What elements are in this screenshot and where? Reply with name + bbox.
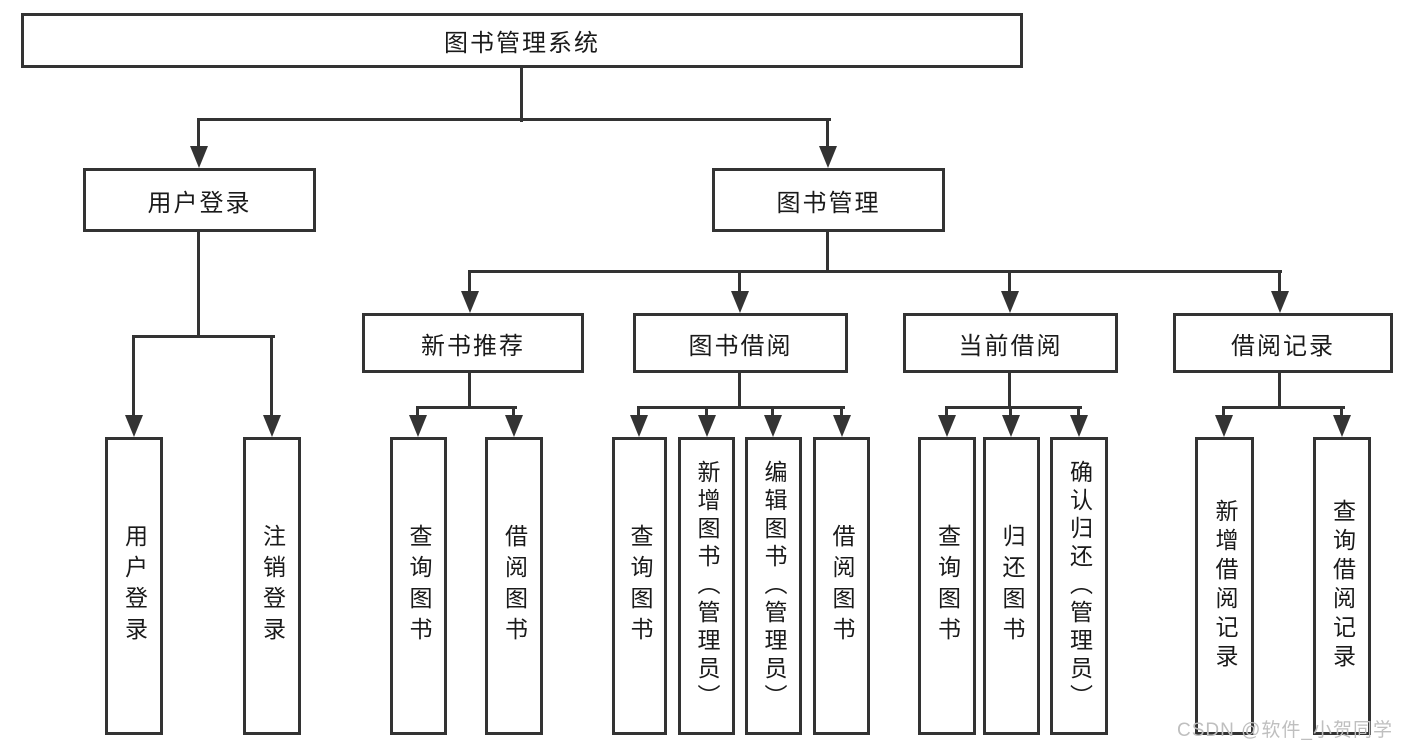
leaf-box-query-book-1: 查询图书 [390,437,447,735]
leaf-box-query-book-3: 查询图书 [918,437,976,735]
connector-borrow-records-rail [1222,406,1345,409]
leaf-box-add-borrow-record: 新增借阅记录 [1195,437,1254,735]
connector-stem-user-login [197,120,200,148]
connector-root-rail [197,118,831,121]
connector-current-borrow-stem [1008,373,1011,409]
leaf-box-query-borrow-record: 查询借阅记录 [1313,437,1371,735]
connector-stem-bb-edit [771,407,774,417]
arrow-to-book-borrow [731,291,749,313]
connector-stem-nb-borrow [512,407,515,417]
connector-stem-leaf-login [132,336,135,417]
connector-stem-leaf-logout [270,336,273,417]
connector-stem-book-management [826,120,829,148]
leaf-box-query-book-2: 查询图书 [612,437,667,735]
arrow-to-bb-query [630,415,648,437]
connector-stem-cb-query [945,407,948,417]
connector-stem-bb-add [705,407,708,417]
leaf-box-add-book-admin: 新增图书（管理员） [678,437,735,735]
leaf-box-return-book: 归还图书 [983,437,1040,735]
arrow-to-borrow-records [1271,291,1289,313]
arrow-to-cb-confirm [1070,415,1088,437]
arrow-to-new-book [461,291,479,313]
arrow-to-leaf-login [125,415,143,437]
csdn-watermark: CSDN @软件_小贺同学 [1177,720,1393,741]
leaf-box-edit-book-admin: 编辑图书（管理员） [745,437,802,735]
connector-stem-borrow-records [1278,271,1281,293]
arrow-to-user-login [190,146,208,168]
connector-book-borrow-rail [637,406,845,409]
arrow-to-bb-borrow [833,415,851,437]
connector-borrow-records-stem [1278,373,1281,409]
branch-box-user-login: 用户登录 [83,168,316,232]
arrow-to-nb-query [409,415,427,437]
connector-stem-current-borrow [1008,271,1011,293]
connector-stem-book-borrow [738,271,741,293]
arrow-to-cb-query [938,415,956,437]
group-box-current-borrow: 当前借阅 [903,313,1118,373]
connector-book-mgmt-rail [468,270,1282,273]
group-box-borrow-records: 借阅记录 [1173,313,1393,373]
connector-book-mgmt-stem [826,232,829,273]
arrow-to-bb-edit [764,415,782,437]
connector-stem-bb-query [637,407,640,417]
connector-current-borrow-rail [945,406,1082,409]
arrow-to-cb-return [1002,415,1020,437]
arrow-to-bb-add [698,415,716,437]
leaf-box-logout: 注销登录 [243,437,301,735]
connector-book-borrow-stem [738,373,741,409]
connector-new-book-rail [416,406,517,409]
connector-root-stem [520,68,523,122]
connector-stem-nb-query [416,407,419,417]
group-box-book-borrow: 图书借阅 [633,313,848,373]
branch-box-book-management: 图书管理 [712,168,945,232]
root-box-library-system: 图书管理系统 [21,13,1023,68]
connector-stem-br-add [1222,407,1225,417]
arrow-to-br-query [1333,415,1351,437]
group-box-new-book-recommend: 新书推荐 [362,313,584,373]
connector-stem-cb-return [1009,407,1012,417]
connector-stem-cb-confirm [1077,407,1080,417]
arrow-to-current-borrow [1001,291,1019,313]
arrow-to-nb-borrow [505,415,523,437]
connector-stem-new-book [468,271,471,293]
connector-stem-bb-borrow [840,407,843,417]
arrow-to-leaf-logout [263,415,281,437]
connector-new-book-stem [468,373,471,409]
connector-stem-br-query [1340,407,1343,417]
leaf-box-user-login: 用户登录 [105,437,163,735]
leaf-box-borrow-book-2: 借阅图书 [813,437,870,735]
leaf-box-confirm-return-admin: 确认归还（管理员） [1050,437,1108,735]
connector-user-login-stem [197,232,200,338]
leaf-box-borrow-book-1: 借阅图书 [485,437,543,735]
connector-user-login-rail [132,335,275,338]
arrow-to-br-add [1215,415,1233,437]
arrow-to-book-management [819,146,837,168]
